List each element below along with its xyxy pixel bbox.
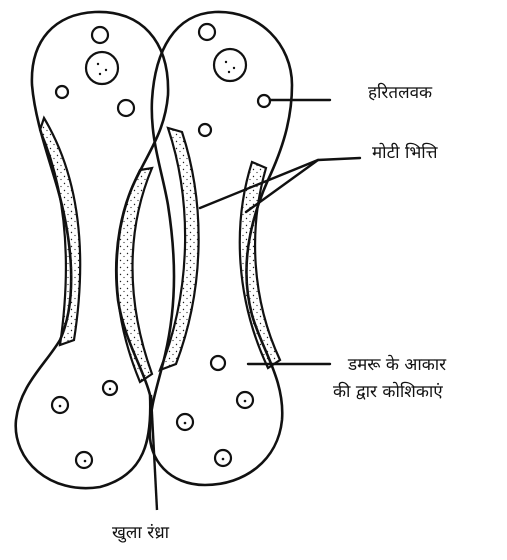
label-guard-cells-line2: की द्वार कोशिकाएं: [333, 381, 443, 403]
label-guard-cells-line1: डमरू के आकार: [348, 354, 446, 376]
thick-wall-right-inner: [160, 128, 199, 370]
label-thick-wall: मोटी भित्ति: [372, 142, 437, 164]
chloroplast: [199, 24, 215, 40]
right-guard-cell: [150, 12, 292, 485]
chloroplast: [76, 452, 92, 468]
chloroplast: [211, 356, 225, 370]
thick-wall-pointer-1: [200, 158, 360, 208]
chloroplast: [258, 95, 270, 107]
label-chloroplast: हरितलवक: [368, 82, 432, 104]
chloroplast: [92, 27, 108, 43]
chloroplast: [56, 86, 68, 98]
left-guard-cell: [16, 12, 168, 488]
chloroplast: [118, 100, 134, 116]
chloroplast: [214, 49, 246, 81]
chloroplast: [199, 124, 211, 136]
thick-wall-left-inner: [117, 168, 152, 382]
label-open-pore: खुला रंध्रा: [112, 522, 169, 544]
chloroplast: [86, 52, 118, 84]
